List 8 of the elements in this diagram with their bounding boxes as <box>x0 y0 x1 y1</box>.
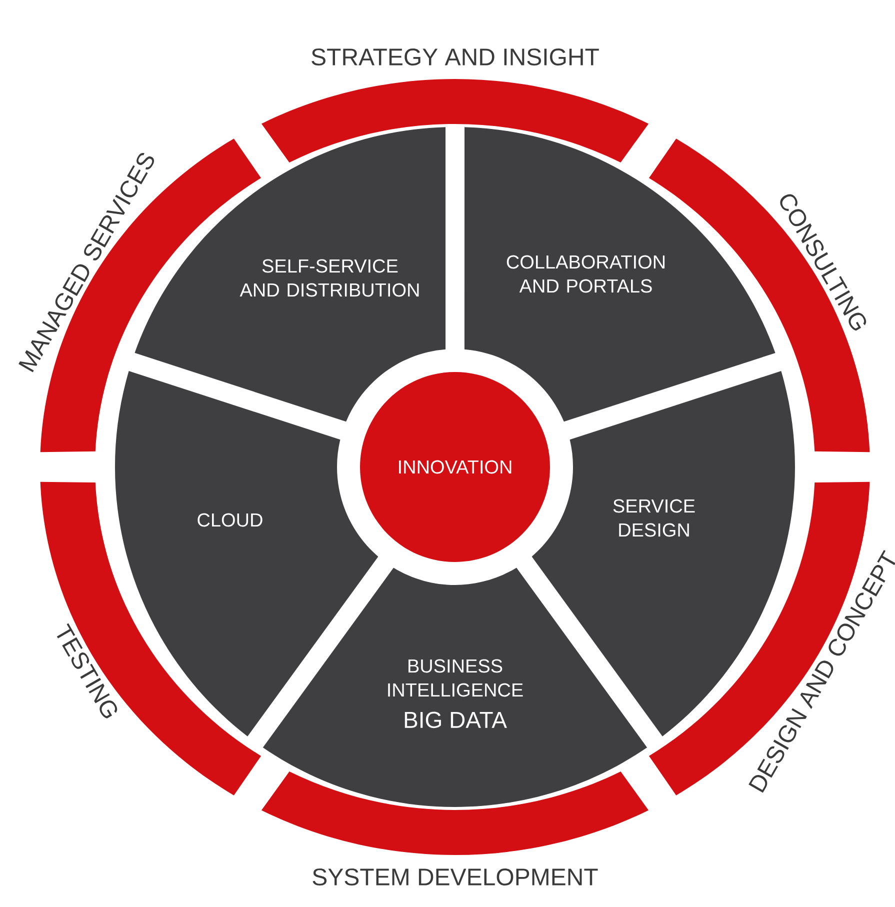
node-label: BIG DATA <box>404 712 507 728</box>
wedge-segment: BUSINESS INTELLIGENCE BIG DATA <box>262 568 648 807</box>
ring-label: SYSTEM DEVELOPMENT <box>312 868 598 886</box>
node-label: CLOUD <box>198 513 262 527</box>
node-label: BUSINESS INTELLIGENCE <box>388 659 523 697</box>
ring-label: STRATEGY AND INSIGHT <box>312 48 599 66</box>
node-label: SERVICE DESIGN <box>613 499 695 537</box>
wedge-segment: COLLABORATION AND PORTALS <box>464 127 776 422</box>
